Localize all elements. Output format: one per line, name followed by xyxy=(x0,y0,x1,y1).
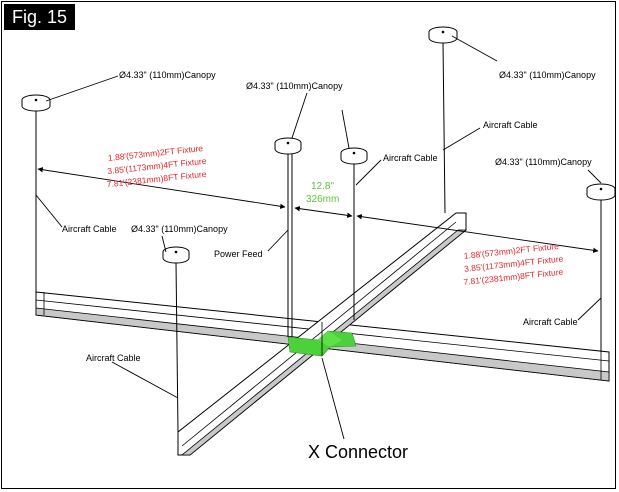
canopy-label: Ø4.33" (110mm)Canopy xyxy=(131,224,228,234)
aircraft-cable-label: Aircraft Cable xyxy=(523,317,578,327)
dimension-right: 1.88'(573mm)2FT Fixture 3.85'(1173mm)4FT… xyxy=(463,241,564,287)
leader-lines xyxy=(35,35,602,440)
dimension-left: 1.88'(573mm)2FT Fixture 3.85'(1173mm)4FT… xyxy=(106,143,207,189)
suspension-cables xyxy=(35,41,602,433)
aircraft-cable-label: Aircraft Cable xyxy=(86,353,141,363)
center-dim-inches: 12.8" xyxy=(311,181,334,192)
canopy xyxy=(586,183,616,201)
canopy xyxy=(340,147,368,165)
aircraft-cable-label: Aircraft Cable xyxy=(383,153,438,163)
canopy xyxy=(428,26,458,44)
dimension-lines xyxy=(37,167,599,253)
canopy-label: Ø4.33" (110mm)Canopy xyxy=(495,157,592,167)
canopy-label: Ø4.33" (110mm)Canopy xyxy=(119,70,216,80)
x-connector xyxy=(287,322,357,357)
aircraft-cable-label: Aircraft Cable xyxy=(62,224,117,234)
figure-label: Fig. 15 xyxy=(4,4,75,30)
canopy-label: Ø4.33" (110mm)Canopy xyxy=(246,81,343,91)
canopy xyxy=(21,94,51,112)
canopy xyxy=(274,137,302,155)
power-feed-label: Power Feed xyxy=(214,249,263,259)
x-connector-label: X Connector xyxy=(308,442,408,462)
aircraft-cable-label: Aircraft Cable xyxy=(483,120,538,130)
canopy-label: Ø4.33" (110mm)Canopy xyxy=(499,70,596,80)
canopy xyxy=(162,246,190,264)
center-dim-mm: 326mm xyxy=(306,194,339,205)
